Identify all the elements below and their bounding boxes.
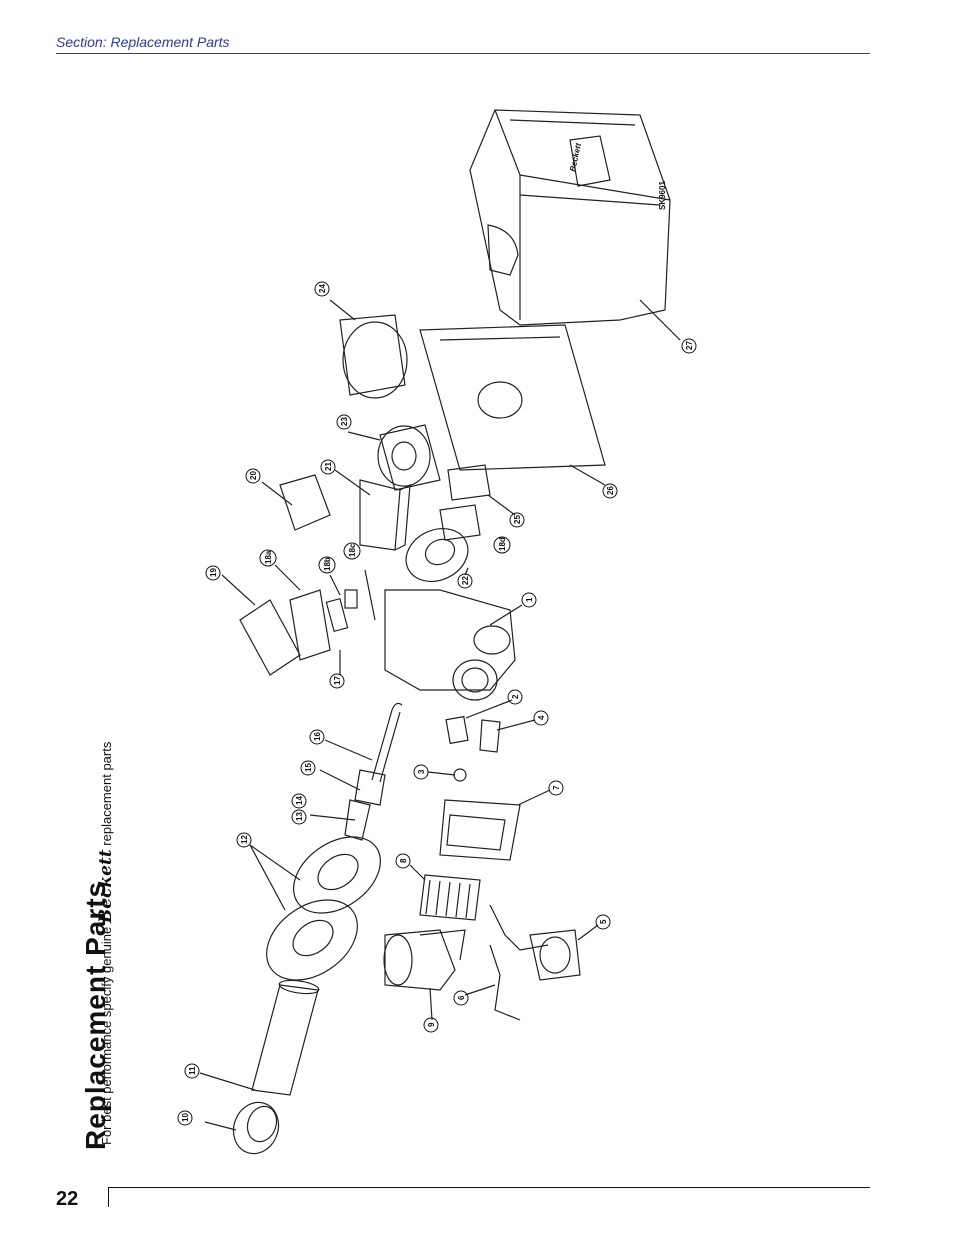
callout-text-15: 15 [304, 763, 313, 772]
callout-text-18a: 18a [264, 550, 273, 564]
callout-16: 16 [309, 729, 325, 745]
callout-text-8: 8 [399, 858, 408, 863]
part-8-air-guide [409, 864, 481, 921]
callout-20: 20 [245, 468, 261, 484]
part-13-16-nozzle-assembly [309, 702, 403, 841]
callout-text-26: 26 [606, 486, 615, 495]
part-27-cover [469, 109, 681, 341]
callout-text-18c: 18c [348, 543, 357, 557]
callout-text-17: 17 [333, 676, 342, 685]
callout-text-9: 9 [427, 1022, 436, 1027]
footer-rule [108, 1187, 870, 1188]
part-7-air-box [439, 789, 551, 861]
callout-text-5: 5 [599, 919, 608, 924]
callout-19: 19 [205, 565, 221, 581]
callout-21: 21 [320, 459, 336, 475]
callout-text-25: 25 [513, 515, 522, 524]
callout-7: 7 [548, 780, 564, 796]
part-26-mounting-plate [419, 324, 606, 486]
part-22-25-fan-and-motor [329, 299, 516, 582]
callout-3: 3 [413, 764, 429, 780]
callout-14: 14 [291, 793, 307, 809]
callout-8: 8 [395, 853, 411, 869]
callout-text-27: 27 [685, 341, 694, 350]
part-17-19-ignition-parts [221, 564, 376, 676]
callout-text-22: 22 [461, 576, 470, 585]
callout-text-19: 19 [209, 568, 218, 577]
callout-13: 13 [291, 809, 307, 825]
callout-17: 17 [329, 673, 345, 689]
callout-text-14: 14 [295, 796, 304, 805]
callout-text-7: 7 [552, 785, 561, 790]
callout-text-6: 6 [457, 995, 466, 1000]
callout-4: 4 [533, 710, 549, 726]
callout-text-11: 11 [188, 1066, 197, 1075]
callout-text-21: 21 [324, 462, 333, 471]
callout-18c: 18c [343, 542, 361, 560]
part-11-air-tube [199, 979, 320, 1096]
drawing-id: SK9601 [658, 181, 667, 210]
callout-11: 11 [184, 1063, 200, 1079]
section-header: Section: Replacement Parts [56, 34, 230, 50]
footer-tick [108, 1187, 109, 1207]
part-5-6-pump-and-line [464, 904, 599, 1021]
callout-18b: 18b [318, 556, 336, 574]
callout-text-13: 13 [295, 812, 304, 821]
callout-9: 9 [423, 1017, 439, 1033]
callout-text-12: 12 [240, 835, 249, 844]
callout-23: 23 [336, 414, 352, 430]
callout-26: 26 [602, 483, 618, 499]
callout-2: 2 [507, 689, 523, 705]
callout-25: 25 [509, 512, 525, 528]
callout-text-4: 4 [537, 715, 546, 720]
callout-27: 27 [681, 338, 697, 354]
callout-text-18b: 18b [323, 557, 332, 571]
header-rule [56, 53, 870, 54]
callout-text-1: 1 [525, 597, 534, 602]
callout-6: 6 [453, 990, 469, 1006]
callout-1: 1 [521, 592, 537, 608]
callout-24: 24 [314, 281, 330, 297]
callout-text-18d: 18d [498, 537, 507, 551]
callout-22: 22 [457, 573, 473, 589]
part-10-end-cone [204, 1101, 280, 1155]
callout-text-2: 2 [511, 694, 520, 699]
callout-18d: 18d [493, 536, 511, 554]
callout-5: 5 [595, 914, 611, 930]
part-1-burner-housing [384, 589, 523, 701]
callout-text-16: 16 [313, 732, 322, 741]
page-number: 22 [56, 1188, 79, 1210]
callout-18a: 18a [259, 549, 277, 567]
callout-text-23: 23 [340, 417, 349, 426]
callout-text-3: 3 [417, 769, 426, 774]
callout-12: 12 [236, 832, 252, 848]
callout-10: 10 [177, 1110, 193, 1126]
part-12-gaskets [249, 836, 381, 981]
part-2-4-small-parts [427, 699, 536, 782]
callout-text-20: 20 [249, 471, 258, 480]
callout-text-24: 24 [318, 284, 327, 293]
callout-text-10: 10 [181, 1113, 190, 1122]
part-20-21-boxes [261, 469, 411, 551]
cover-logo: Beckett [568, 142, 583, 172]
callout-15: 15 [300, 760, 316, 776]
part-9-adapter [383, 929, 466, 1021]
